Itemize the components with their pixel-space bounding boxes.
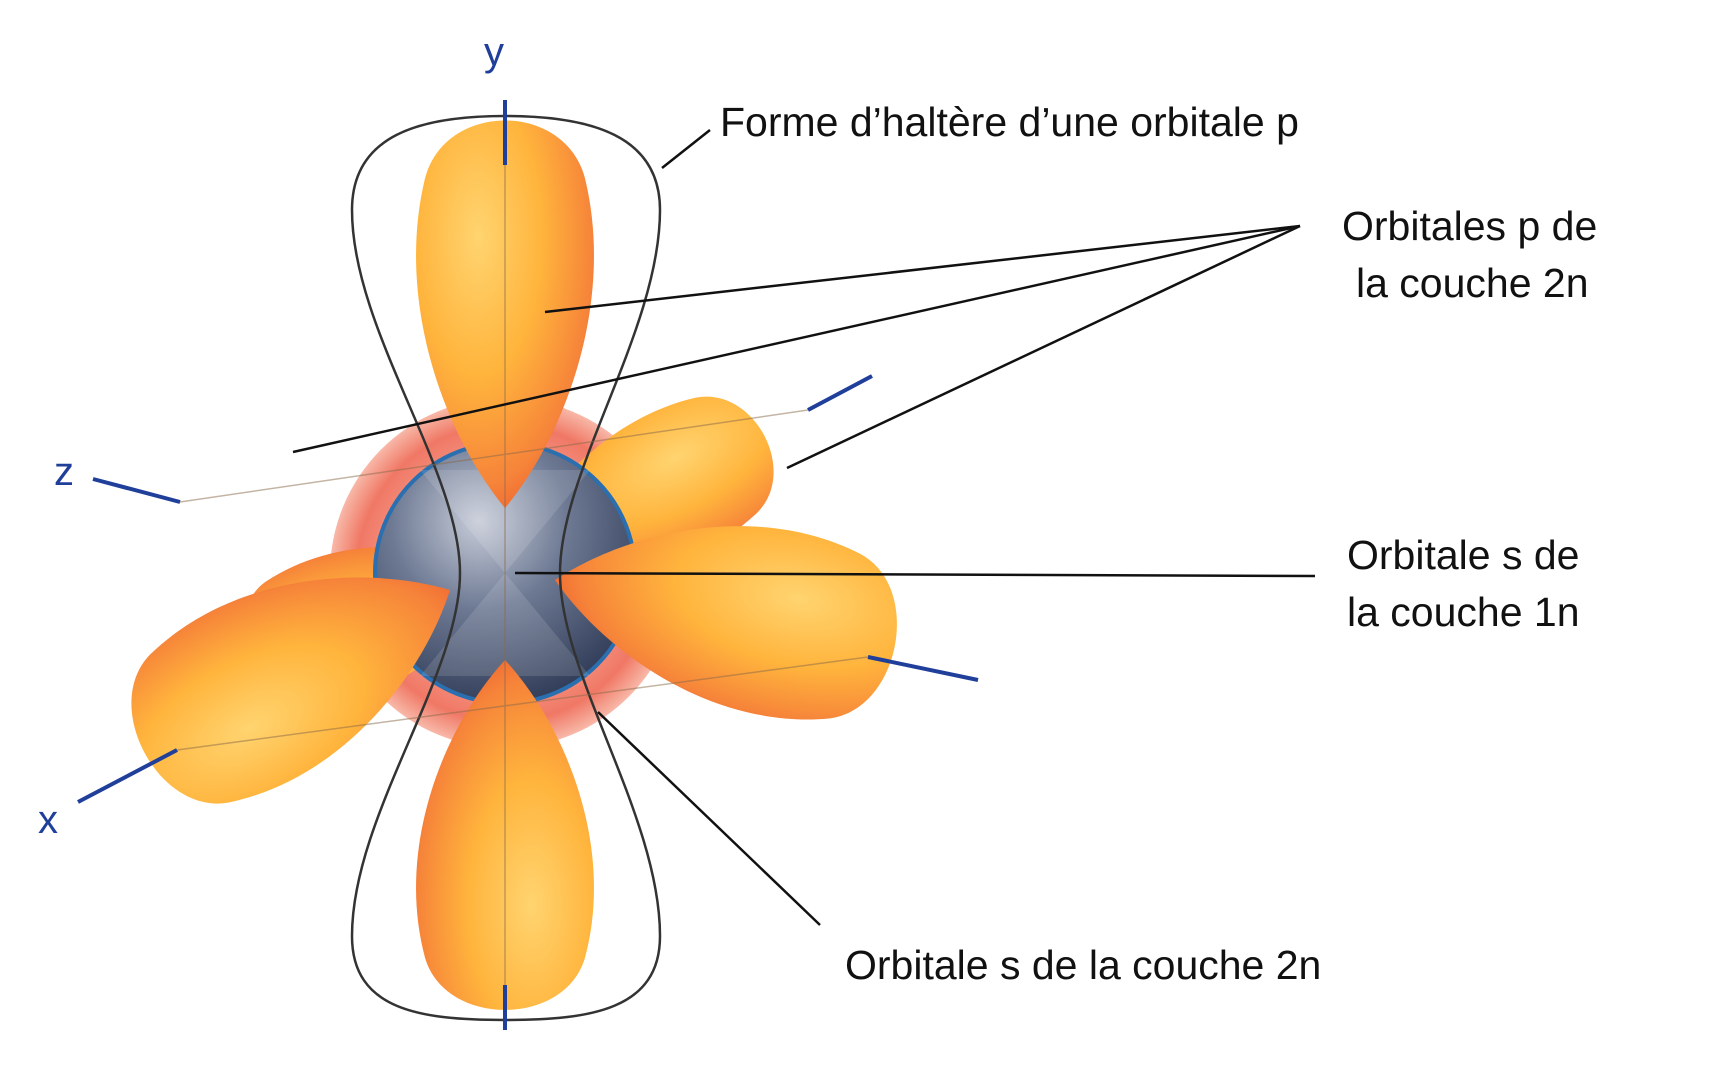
- label-s1-line2: la couche 1n: [1347, 588, 1580, 635]
- label-p-orbitals-line2: la couche 2n: [1356, 259, 1589, 306]
- axis-z-left: [92, 477, 181, 504]
- leader-lines: [292, 129, 1316, 926]
- label-dumbbell: Forme d’haltère d’une orbitale p: [720, 99, 1299, 145]
- axis-x-right: [867, 655, 979, 682]
- leader-p-top: [544, 224, 1301, 314]
- leader-s2: [597, 711, 821, 926]
- leader-p-right: [786, 224, 1301, 470]
- axis-label-z: z: [54, 450, 74, 494]
- axis-lines: [77, 100, 979, 1030]
- label-p-orbitals: Orbitales p de la couche 2n: [1342, 198, 1597, 311]
- label-s2: Orbitale s de la couche 2n: [845, 942, 1322, 988]
- axis-guides: [176, 165, 869, 985]
- label-p-orbitals-line1: Orbitales p de: [1342, 203, 1598, 249]
- axis-label-y: y: [484, 30, 504, 74]
- leader-s1: [514, 571, 1316, 578]
- label-s1-line1: Orbitale s de: [1347, 532, 1580, 578]
- leader-p-left: [292, 224, 1301, 454]
- axis-x-left: [77, 748, 178, 804]
- axis-label-x: x: [38, 798, 58, 842]
- leader-dumbbell: [661, 129, 711, 169]
- axis-z-right: [807, 374, 873, 412]
- label-s1: Orbitale s de la couche 1n: [1347, 527, 1580, 640]
